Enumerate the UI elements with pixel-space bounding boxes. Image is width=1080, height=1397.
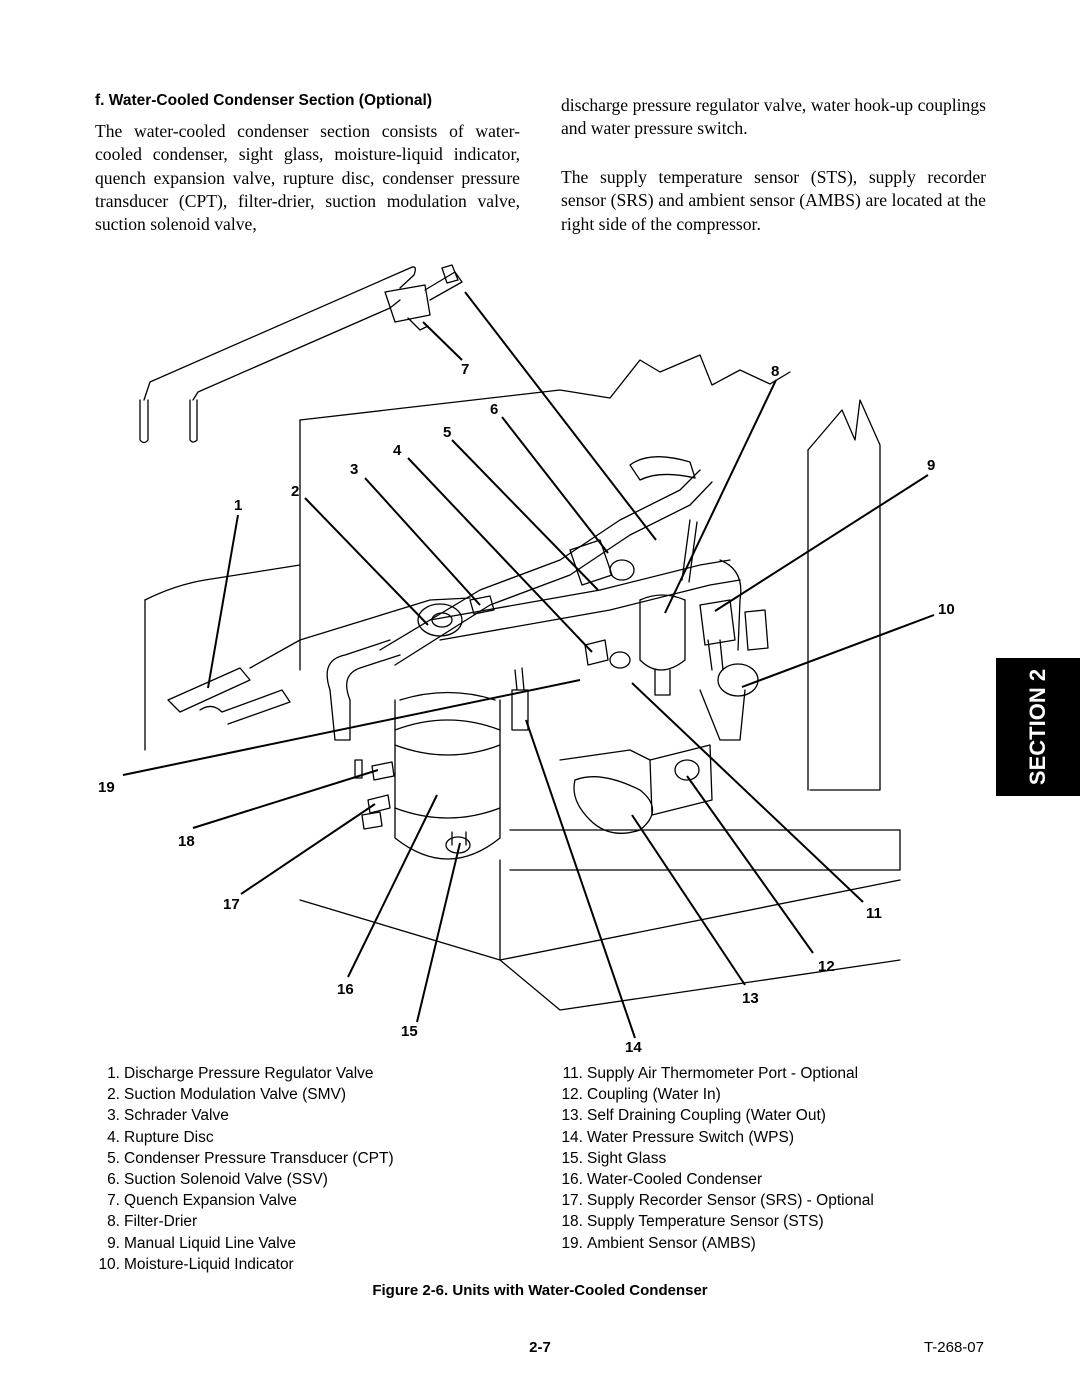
water-cooled-condenser-figure: 1 2 3 4 5 6 7 8 9 10 11 12 13 14 15 16 1…	[98, 264, 955, 1056]
legend-item: 5.Condenser Pressure Transducer (CPT)	[107, 1149, 394, 1167]
legend-left: 1.Discharge Pressure Regulator Valve 2.S…	[92, 1063, 394, 1275]
legend-item: 9.Manual Liquid Line Valve	[107, 1234, 297, 1252]
legend-item: 10.Moisture-Liquid Indicator	[98, 1255, 294, 1273]
callout-7: 7	[461, 361, 469, 378]
legend-item: 7.Quench Expansion Valve	[107, 1192, 297, 1210]
section-heading: f. Water-Cooled Condenser Section (Optio…	[95, 92, 432, 109]
legend-item: 13.Self Draining Coupling (Water Out)	[561, 1107, 826, 1125]
paragraph-1: The water-cooled condenser section consi…	[95, 121, 520, 235]
legend-item: 19.Ambient Sensor (AMBS)	[561, 1234, 756, 1252]
callout-9: 9	[927, 457, 935, 474]
legend-right: 11.Supply Air Thermometer Port - Optiona…	[555, 1063, 874, 1254]
legend-item: 18.Supply Temperature Sensor (STS)	[561, 1213, 824, 1231]
figure-line-art	[139, 264, 901, 1011]
callout-3: 3	[350, 461, 358, 478]
callout-16: 16	[337, 981, 354, 998]
legend-item: 3.Schrader Valve	[107, 1107, 229, 1125]
callout-15: 15	[401, 1023, 418, 1040]
legend-item: 11.Supply Air Thermometer Port - Optiona…	[562, 1065, 859, 1082]
legend-item: 15.Sight Glass	[561, 1149, 667, 1167]
callout-10: 10	[938, 601, 955, 618]
callout-19: 19	[98, 779, 115, 796]
legend-item: 17.Supply Recorder Sensor (SRS) - Option…	[561, 1192, 874, 1210]
callout-17: 17	[223, 896, 240, 913]
callout-6: 6	[490, 401, 498, 418]
callout-leaders	[122, 291, 935, 1039]
callout-13: 13	[742, 990, 759, 1007]
callout-14: 14	[625, 1039, 642, 1056]
legend-item: 2.Suction Modulation Valve (SMV)	[107, 1086, 346, 1104]
legend-item: 12.Coupling (Water In)	[561, 1086, 721, 1104]
callout-8: 8	[771, 363, 779, 380]
section-tab: SECTION 2	[996, 658, 1080, 796]
callout-18: 18	[178, 833, 195, 850]
callout-4: 4	[393, 442, 402, 459]
document-number: T-268-07	[923, 1339, 984, 1356]
figure-caption: Figure 2-6. Units with Water-Cooled Cond…	[372, 1282, 708, 1299]
legend-item: 16.Water-Cooled Condenser	[561, 1170, 763, 1188]
callout-5: 5	[443, 424, 451, 441]
callout-2: 2	[291, 483, 299, 500]
legend-item: 1.Discharge Pressure Regulator Valve	[107, 1065, 374, 1082]
legend-item: 4.Rupture Disc	[107, 1128, 214, 1146]
legend-item: 14.Water Pressure Switch (WPS)	[561, 1128, 794, 1146]
paragraph-2: discharge pressure regulator valve, wate…	[561, 95, 986, 139]
legend-item: 6.Suction Solenoid Valve (SSV)	[107, 1170, 328, 1188]
page-number: 2-7	[529, 1339, 551, 1356]
callout-11: 11	[866, 905, 882, 922]
callout-12: 12	[818, 958, 835, 975]
callout-1: 1	[234, 497, 242, 514]
legend-item: 8.Filter-Drier	[107, 1213, 198, 1231]
paragraph-3: The supply temperature sensor (STS), sup…	[561, 167, 986, 234]
